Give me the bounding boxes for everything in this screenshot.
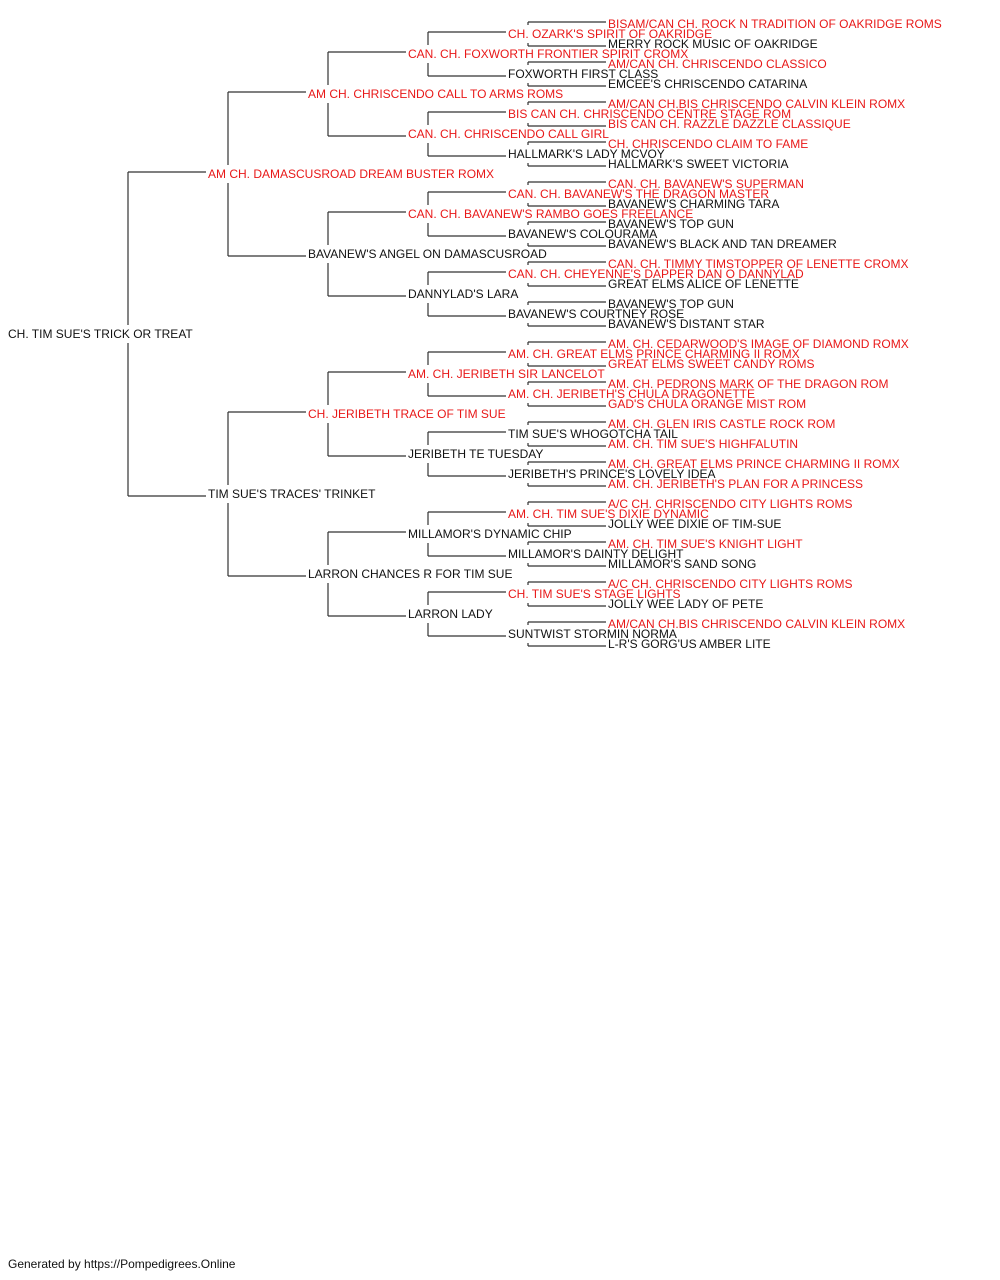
dog-name-gen5: BIS CAN CH. RAZZLE DAZZLE CLASSIQUE xyxy=(608,117,851,131)
dog-name-gen5: AM. CH. GLEN IRIS CASTLE ROCK ROM xyxy=(608,417,836,431)
dog-name-gen1: AM CH. DAMASCUSROAD DREAM BUSTER ROMX xyxy=(208,167,495,181)
dog-name-gen4: BAVANEW'S COURTNEY ROSE xyxy=(508,307,685,321)
dog-name-gen4: JERIBETH'S PRINCE'S LOVELY IDEA xyxy=(508,467,716,481)
dog-name-gen3: AM. CH. JERIBETH SIR LANCELOT xyxy=(408,367,605,381)
dog-name-gen3: LARRON LADY xyxy=(408,607,493,621)
dog-name-gen4: FOXWORTH FIRST CLASS xyxy=(508,67,659,81)
dog-name-gen5: AM. CH. GREAT ELMS PRINCE CHARMING II RO… xyxy=(608,457,900,471)
dog-name-gen5: AM/CAN CH.BIS CHRISCENDO CALVIN KLEIN RO… xyxy=(608,97,906,111)
dog-name-gen2: AM CH. CHRISCENDO CALL TO ARMS ROMS xyxy=(308,87,564,101)
dog-name-gen5: AM/CAN CH. CHRISCENDO CLASSICO xyxy=(608,57,827,71)
dog-name-gen5: A/C CH. CHRISCENDO CITY LIGHTS ROMS xyxy=(608,497,853,511)
dog-name-gen3: CAN. CH. CHRISCENDO CALL GIRL xyxy=(408,127,609,141)
footer-credit: Generated by https://Pompedigrees.Online xyxy=(8,1257,236,1271)
dog-name-gen5: MILLAMOR'S SAND SONG xyxy=(608,557,757,571)
dog-name-gen5: A/C CH. CHRISCENDO CITY LIGHTS ROMS xyxy=(608,577,853,591)
dog-name-gen4: SUNTWIST STORMIN NORMA xyxy=(508,627,677,641)
dog-name-gen5: CAN. CH. TIMMY TIMSTOPPER OF LENETTE CRO… xyxy=(608,257,909,271)
dog-name-gen5: MERRY ROCK MUSIC OF OAKRIDGE xyxy=(608,37,818,51)
dog-name-gen5: L-R'S GORG'US AMBER LITE xyxy=(608,637,771,651)
dog-name-gen5: HALLMARK'S SWEET VICTORIA xyxy=(608,157,789,171)
dog-name-gen4: AM. CH. TIM SUE'S DIXIE DYNAMIC xyxy=(508,507,709,521)
dog-name-gen5: BAVANEW'S TOP GUN xyxy=(608,217,734,231)
dog-name-gen5: BAVANEW'S BLACK AND TAN DREAMER xyxy=(608,237,837,251)
dog-name-gen5: AM. CH. TIM SUE'S HIGHFALUTIN xyxy=(608,437,799,451)
dog-name-gen5: AM. CH. CEDARWOOD'S IMAGE OF DIAMOND ROM… xyxy=(608,337,909,351)
dog-name-gen5: EMCEE'S CHRISCENDO CATARINA xyxy=(608,77,808,91)
dog-name-gen5: CH. CHRISCENDO CLAIM TO FAME xyxy=(608,137,809,151)
dog-name-gen5: BAVANEW'S TOP GUN xyxy=(608,297,734,311)
dog-name-gen3: DANNYLAD'S LARA xyxy=(408,287,519,301)
dog-name-gen5: AM. CH. JERIBETH'S PLAN FOR A PRINCESS xyxy=(608,477,864,491)
dog-name-gen4: AM. CH. GREAT ELMS PRINCE CHARMING II RO… xyxy=(508,347,800,361)
dog-name-gen5: GREAT ELMS ALICE OF LENETTE xyxy=(608,277,799,291)
dog-name-gen4: MILLAMOR'S DAINTY DELIGHT xyxy=(508,547,684,561)
dog-name-gen4: CAN. CH. BAVANEW'S THE DRAGON MASTER xyxy=(508,187,769,201)
dog-name-gen5: AM. CH. PEDRONS MARK OF THE DRAGON ROM xyxy=(608,377,889,391)
dog-name-gen0: CH. TIM SUE'S TRICK OR TREAT xyxy=(8,327,193,341)
dog-name-gen5: AM. CH. TIM SUE'S KNIGHT LIGHT xyxy=(608,537,803,551)
dog-name-gen2: BAVANEW'S ANGEL ON DAMASCUSROAD xyxy=(308,247,547,261)
dog-name-gen4: AM. CH. JERIBETH'S CHULA DRAGONETTE xyxy=(508,387,755,401)
dog-name-gen5: JOLLY WEE LADY OF PETE xyxy=(608,597,764,611)
dog-name-gen5: BAVANEW'S DISTANT STAR xyxy=(608,317,765,331)
dog-name-gen5: JOLLY WEE DIXIE OF TIM-SUE xyxy=(608,517,782,531)
dog-name-gen4: CH. TIM SUE'S STAGE LIGHTS xyxy=(508,587,681,601)
dog-name-gen5: AM/CAN CH.BIS CHRISCENDO CALVIN KLEIN RO… xyxy=(608,617,906,631)
dog-name-gen2: CH. JERIBETH TRACE OF TIM SUE xyxy=(308,407,506,421)
dog-name-gen4: TIM SUE'S WHOGOTCHA TAIL xyxy=(508,427,678,441)
dog-name-gen2: LARRON CHANCES R FOR TIM SUE xyxy=(308,567,513,581)
dog-name-gen5: BAVANEW'S CHARMING TARA xyxy=(608,197,780,211)
dog-name-gen3: JERIBETH TE TUESDAY xyxy=(408,447,544,461)
dog-name-gen1: TIM SUE'S TRACES' TRINKET xyxy=(208,487,376,501)
dog-name-gen5: BISAM/CAN CH. ROCK N TRADITION OF OAKRID… xyxy=(608,17,942,31)
dog-name-gen5: CAN. CH. BAVANEW'S SUPERMAN xyxy=(608,177,804,191)
dog-name-gen3: CAN. CH. FOXWORTH FRONTIER SPIRIT CROMX xyxy=(408,47,689,61)
dog-name-gen5: GAD'S CHULA ORANGE MIST ROM xyxy=(608,397,807,411)
dog-name-gen4: BIS CAN CH. CHRISCENDO CENTRE STAGE ROM xyxy=(508,107,792,121)
dog-name-gen3: CAN. CH. BAVANEW'S RAMBO GOES FREELANCE xyxy=(408,207,694,221)
dog-name-gen4: CAN. CH. CHEYENNE'S DAPPER DAN O DANNYLA… xyxy=(508,267,804,281)
dog-name-gen4: CH. OZARK'S SPIRIT OF OAKRIDGE xyxy=(508,27,713,41)
dog-name-gen5: GREAT ELMS SWEET CANDY ROMS xyxy=(608,357,815,371)
dog-name-gen3: MILLAMOR'S DYNAMIC CHIP xyxy=(408,527,572,541)
dog-name-gen4: HALLMARK'S LADY MCVOY xyxy=(508,147,665,161)
dog-name-gen4: BAVANEW'S COLOURAMA xyxy=(508,227,658,241)
